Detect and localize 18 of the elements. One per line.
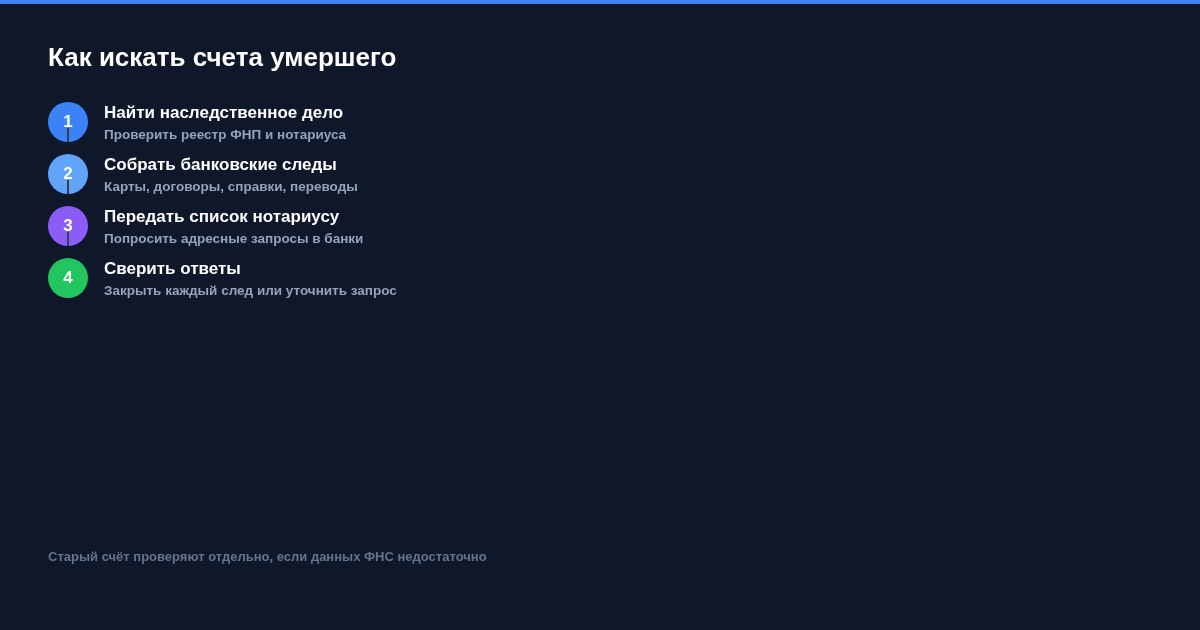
step-title: Собрать банковские следы xyxy=(104,155,337,175)
step-title: Передать список нотариусу xyxy=(104,207,340,227)
step-circle xyxy=(48,206,88,246)
step-description: Закрыть каждый след или уточнить запрос xyxy=(104,283,397,299)
step-number: 1 xyxy=(63,112,73,132)
step-description: Попросить адресные запросы в банки xyxy=(104,231,364,247)
title: Как искать счета умершего xyxy=(48,41,397,73)
step-circle xyxy=(48,154,88,194)
footnote: Старый счёт проверяют отдельно, если данных ФНС недостаточно xyxy=(48,549,487,565)
step-number: 2 xyxy=(63,164,73,184)
step-circle xyxy=(48,258,88,298)
step-title: Найти наследственное дело xyxy=(104,103,344,123)
step-circle xyxy=(48,102,88,142)
step-description: Проверить реестр ФНП и нотариуса xyxy=(104,127,347,143)
step-number: 3 xyxy=(63,216,73,236)
step-number: 4 xyxy=(63,268,73,288)
step-description: Карты, договоры, справки, переводы xyxy=(104,179,358,195)
step-title: Сверить ответы xyxy=(104,259,241,279)
